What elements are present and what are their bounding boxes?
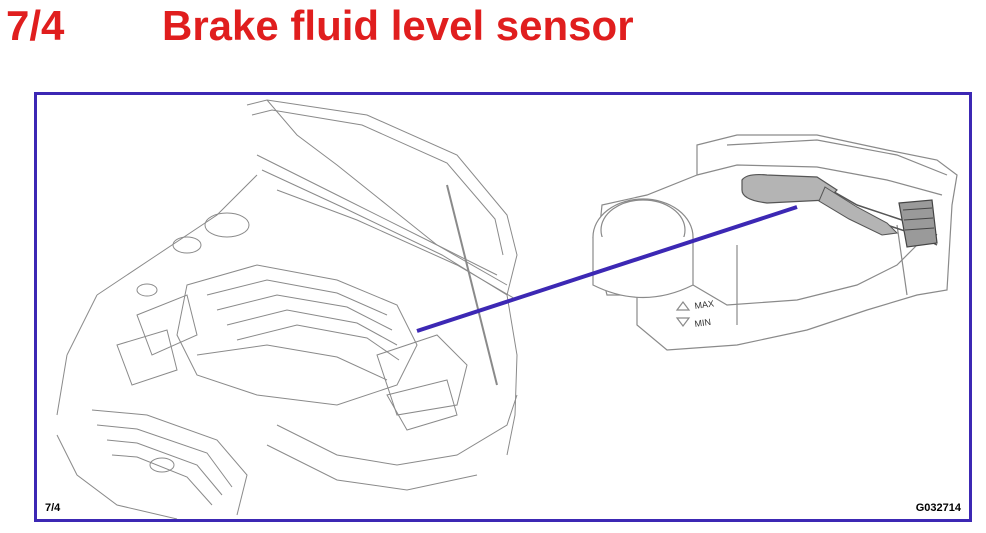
illustration-frame: MAX MIN 7/4 G032714 [34, 92, 972, 522]
max-level-label: MAX [694, 298, 715, 311]
level-sensor [741, 173, 938, 248]
slide-number: 7/4 [6, 2, 65, 49]
figure-ref-left: 7/4 [45, 502, 61, 514]
figure-code: G032714 [915, 502, 961, 514]
min-level-label: MIN [694, 317, 712, 329]
page-title: Brake fluid level sensor [162, 2, 634, 49]
brake-fluid-reservoir [592, 134, 958, 351]
illustration: MAX MIN [56, 99, 958, 519]
engine-bay-drawing [56, 99, 518, 519]
pointer-line [416, 205, 798, 333]
